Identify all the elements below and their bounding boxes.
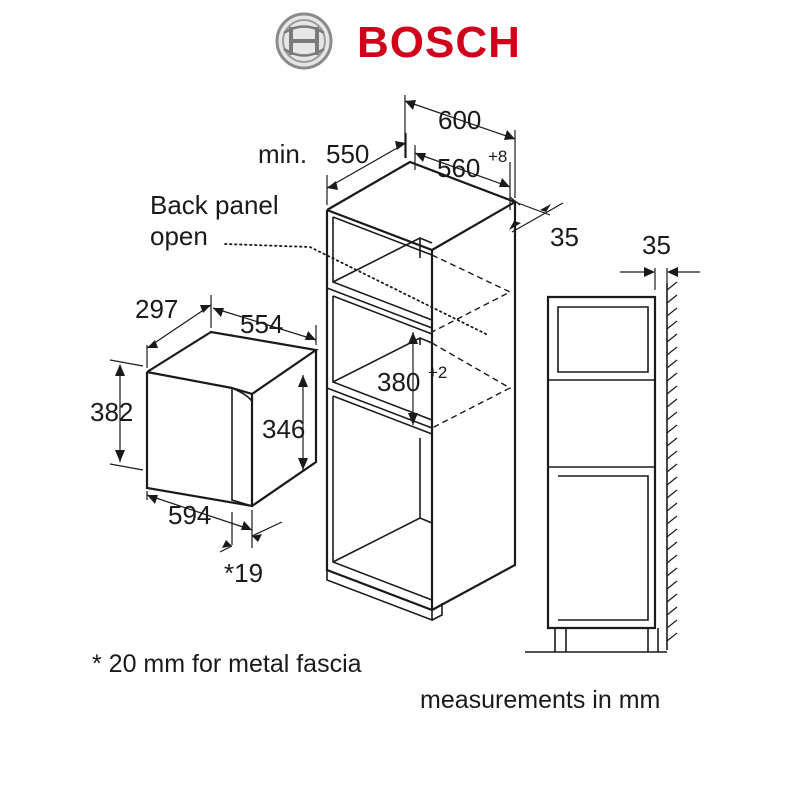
back-panel-label-line2: open [150, 221, 208, 251]
appliance-depth-label: 297 [135, 294, 178, 324]
niche-height-label: 380 [377, 367, 420, 397]
wall-hatch [666, 281, 678, 642]
microwave-appliance [145, 330, 319, 508]
back-panel-label-line1: Back panel [150, 190, 279, 220]
dimension-labels: 600 min. 550 560 +8 35 380 +2 35 297 554… [90, 105, 671, 588]
side-gap-label: 35 [642, 230, 671, 260]
appliance-height-label: 382 [90, 397, 133, 427]
inner-width-tolerance: +8 [488, 147, 507, 166]
fascia-thickness-label: *19 [224, 558, 263, 588]
min-depth-label: 550 [326, 139, 369, 169]
brand-name: BOSCH [357, 18, 521, 67]
appliance-body-height-label: 346 [262, 414, 305, 444]
metal-fascia-footnote: * 20 mm for metal fascia [92, 650, 362, 678]
bosch-armature-emblem [275, 12, 333, 70]
appliance-width-label: 594 [168, 500, 211, 530]
bosch-logo: BOSCH [275, 12, 521, 70]
back-panel-callout: Back panel open [150, 190, 279, 251]
side-elevation [525, 267, 700, 653]
niche-height-tolerance: +2 [428, 363, 447, 382]
appliance-body-width-label: 554 [240, 309, 283, 339]
cabinet-width-label: 600 [438, 105, 481, 135]
cabinet-dimension-lines [326, 95, 564, 425]
footnotes: * 20 mm for metal fascia measurements in… [92, 650, 660, 714]
units-note: measurements in mm [420, 686, 660, 714]
min-depth-prefix: min. [258, 139, 307, 169]
tall-cabinet [224, 160, 518, 622]
appliance-dimension-lines [109, 295, 317, 553]
inner-width-label: 560 [437, 153, 480, 183]
rear-gap-label: 35 [550, 222, 579, 252]
